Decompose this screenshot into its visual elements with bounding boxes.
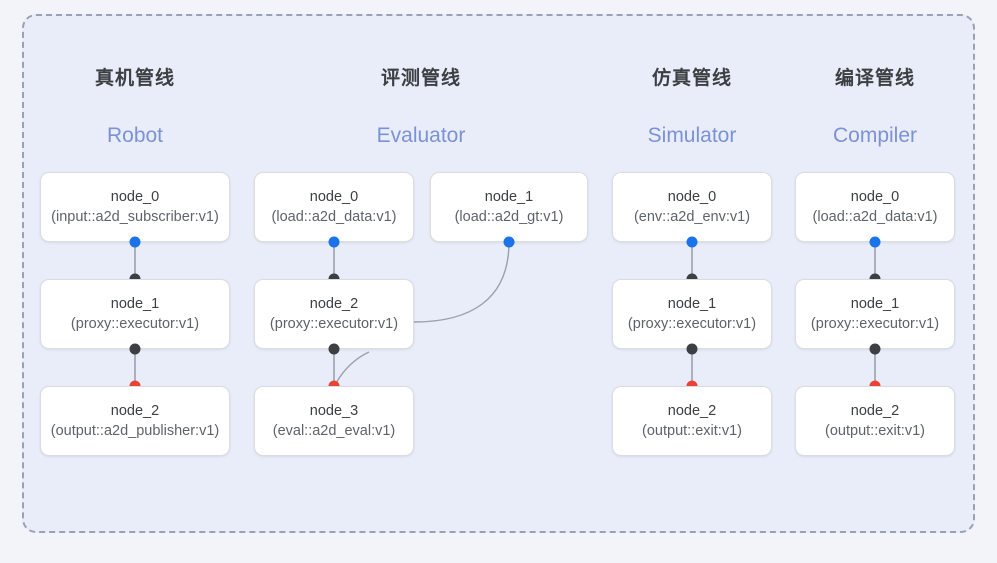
node-compiler-1[interactable]: node_1 (proxy::executor:v1): [795, 279, 955, 349]
node-spec: (output::a2d_publisher:v1): [50, 422, 220, 439]
link-port-icon[interactable]: [869, 343, 881, 355]
output-port-icon[interactable]: [503, 236, 515, 248]
node-spec: (output::exit:v1): [825, 422, 925, 439]
node-name: node_1: [110, 295, 160, 312]
node-spec: (proxy::executor:v1): [269, 315, 399, 332]
node-robot-2[interactable]: node_2 (output::a2d_publisher:v1): [40, 386, 230, 456]
node-robot-1[interactable]: node_1 (proxy::executor:v1): [40, 279, 230, 349]
node-name: node_2: [667, 402, 717, 419]
link-port-icon[interactable]: [686, 343, 698, 355]
column-title-compiler: 编译管线: [834, 68, 915, 89]
column-subtitle-evaluator: Evaluator: [376, 124, 466, 147]
node-spec: (load::a2d_data:v1): [271, 208, 397, 225]
node-spec: (proxy::executor:v1): [70, 315, 200, 332]
output-port-icon[interactable]: [869, 236, 881, 248]
column-subtitle-compiler: Compiler: [832, 124, 918, 147]
node-compiler-0[interactable]: node_0 (load::a2d_data:v1): [795, 172, 955, 242]
node-evaluator-0[interactable]: node_0 (load::a2d_data:v1): [254, 172, 414, 242]
column-title-simulator: 仿真管线: [651, 68, 732, 89]
node-spec: (proxy::executor:v1): [627, 315, 757, 332]
node-name: node_2: [850, 402, 900, 419]
node-name: node_2: [309, 295, 359, 312]
node-simulator-2[interactable]: node_2 (output::exit:v1): [612, 386, 772, 456]
node-spec: (output::exit:v1): [642, 422, 742, 439]
node-compiler-2[interactable]: node_2 (output::exit:v1): [795, 386, 955, 456]
node-name: node_0: [110, 188, 160, 205]
link-port-icon[interactable]: [129, 343, 141, 355]
node-spec: (proxy::executor:v1): [810, 315, 940, 332]
node-name: node_3: [309, 402, 359, 419]
node-spec: (eval::a2d_eval:v1): [272, 422, 396, 439]
node-evaluator-2[interactable]: node_2 (proxy::executor:v1): [254, 279, 414, 349]
column-title-robot: 真机管线: [94, 68, 175, 89]
node-robot-0[interactable]: node_0 (input::a2d_subscriber:v1): [40, 172, 230, 242]
node-evaluator-1[interactable]: node_1 (load::a2d_gt:v1): [430, 172, 588, 242]
node-spec: (load::a2d_data:v1): [812, 208, 938, 225]
node-spec: (input::a2d_subscriber:v1): [51, 208, 219, 225]
column-subtitle-robot: Robot: [106, 124, 164, 147]
node-evaluator-3[interactable]: node_3 (eval::a2d_eval:v1): [254, 386, 414, 456]
node-name: node_0: [850, 188, 900, 205]
node-name: node_1: [850, 295, 900, 312]
node-simulator-1[interactable]: node_1 (proxy::executor:v1): [612, 279, 772, 349]
node-name: node_1: [484, 188, 534, 205]
output-port-icon[interactable]: [129, 236, 141, 248]
node-name: node_2: [110, 402, 160, 419]
node-spec: (load::a2d_gt:v1): [454, 208, 564, 225]
node-name: node_0: [309, 188, 359, 205]
output-port-icon[interactable]: [328, 236, 340, 248]
column-title-evaluator: 评测管线: [380, 68, 461, 89]
node-spec: (env::a2d_env:v1): [633, 208, 751, 225]
node-name: node_0: [667, 188, 717, 205]
node-simulator-0[interactable]: node_0 (env::a2d_env:v1): [612, 172, 772, 242]
node-name: node_1: [667, 295, 717, 312]
link-port-icon[interactable]: [328, 343, 340, 355]
column-subtitle-simulator: Simulator: [647, 124, 737, 147]
output-port-icon[interactable]: [686, 236, 698, 248]
